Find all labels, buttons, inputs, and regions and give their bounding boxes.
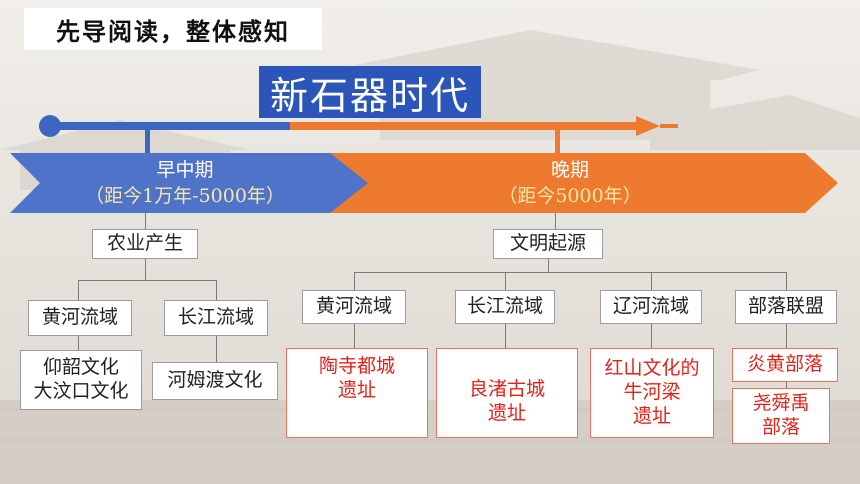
- site-name: 牛河梁: [623, 381, 681, 404]
- site-name: 遗址: [337, 378, 376, 401]
- early-period-label: 早中期 （距今1万年-5000年）: [40, 158, 330, 209]
- site-name: 红山文化的: [604, 357, 700, 380]
- timeline: [10, 115, 838, 213]
- early-region-yellow-river: 黄河流域: [28, 300, 132, 336]
- timeline-tail: [660, 124, 678, 128]
- era-title: 新石器时代: [259, 66, 481, 118]
- site-name: 陶寺都城: [318, 355, 395, 377]
- late-period-arrow: [290, 153, 838, 213]
- timeline-early-segment: [50, 122, 290, 130]
- late-region-yangtze: 长江流域: [455, 290, 555, 324]
- site-name: 仰韶文化: [42, 356, 119, 379]
- site-name: 良渚古城: [468, 378, 545, 401]
- late-sites-yangtze: 良渚古城 遗址: [436, 348, 578, 438]
- category-civilization: 文明起源: [493, 229, 603, 259]
- site-name: 大汶口文化: [33, 380, 129, 402]
- early-sites-yangtze: 河姆渡文化: [152, 362, 278, 400]
- early-sites-yellow-river: 仰韶文化 大汶口文化: [20, 350, 142, 410]
- site-name: 遗址: [632, 404, 671, 427]
- late-region-tribal-alliance: 部落联盟: [735, 290, 837, 324]
- late-sites-tribal-yaoshunyu: 尧舜禹 部落: [732, 388, 830, 444]
- late-sites-liao-river: 红山文化的 牛河梁 遗址: [590, 348, 714, 438]
- early-region-yangtze: 长江流域: [164, 300, 268, 336]
- late-period-range: （距今5000年）: [498, 184, 642, 207]
- late-region-yellow-river: 黄河流域: [302, 290, 406, 324]
- early-tick: [145, 130, 150, 154]
- late-tick: [555, 130, 560, 154]
- late-sites-tribal-yanhuang: 炎黄部落: [732, 348, 838, 382]
- category-agriculture: 农业产生: [92, 229, 198, 259]
- timeline-late-segment: [290, 122, 640, 130]
- site-name: 遗址: [487, 402, 526, 424]
- timeline-arrowhead: [636, 116, 660, 136]
- early-period-range: （距今1万年-5000年）: [85, 184, 285, 207]
- early-period-name: 早中期: [156, 159, 214, 181]
- late-region-liao-river: 辽河流域: [600, 290, 702, 324]
- late-sites-yellow-river: 陶寺都城 遗址: [286, 348, 428, 438]
- site-name: 部落: [761, 416, 800, 438]
- site-name: 尧舜禹: [752, 392, 810, 415]
- early-period-arrow: [10, 153, 368, 213]
- late-period-label: 晚期 （距今5000年）: [420, 158, 720, 209]
- late-period-name: 晚期: [550, 159, 589, 181]
- page-title: 先导阅读，整体感知: [24, 8, 322, 50]
